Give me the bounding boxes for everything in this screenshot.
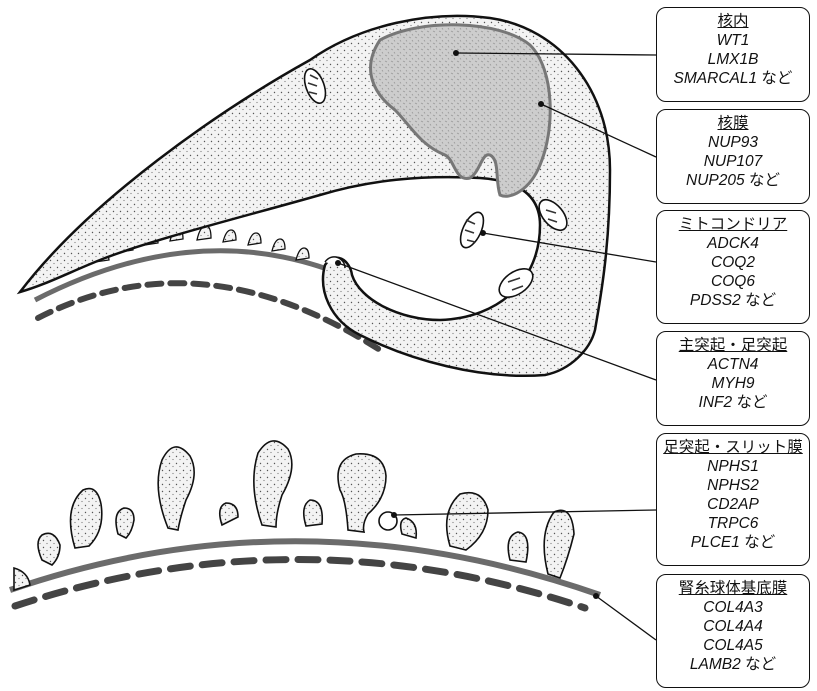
gene: WT1	[659, 31, 807, 50]
foot-processes	[14, 441, 574, 590]
label-title: 主突起・足突起	[659, 336, 807, 355]
label-gbm: 腎糸球体基底膜 COL4A3 COL4A4 COL4A5 LAMB2 など	[656, 574, 810, 688]
gene: NUP205 など	[659, 171, 807, 190]
gene: COL4A5	[659, 636, 807, 655]
label-title: 足突起・スリット膜	[659, 438, 807, 457]
gene: COQ2	[659, 253, 807, 272]
gene: NPHS2	[659, 476, 807, 495]
label-processes: 主突起・足突起 ACTN4 MYH9 INF2 など	[656, 331, 810, 426]
gene: LMX1B	[659, 50, 807, 69]
gene: COL4A3	[659, 598, 807, 617]
gene: ACTN4	[659, 355, 807, 374]
gene: SMARCAL1 など	[659, 69, 807, 88]
gene: INF2 など	[659, 393, 807, 412]
gene: ADCK4	[659, 234, 807, 253]
label-nuclear-envelope: 核膜 NUP93 NUP107 NUP205 など	[656, 109, 810, 204]
gene: COQ6	[659, 272, 807, 291]
gene: MYH9	[659, 374, 807, 393]
label-title: 腎糸球体基底膜	[659, 579, 807, 598]
label-title: ミトコンドリア	[659, 215, 807, 234]
gene: PDSS2 など	[659, 291, 807, 310]
gene: NUP107	[659, 152, 807, 171]
gene: NPHS1	[659, 457, 807, 476]
foot-process-region	[10, 441, 600, 608]
gene: NUP93	[659, 133, 807, 152]
label-mitochondria: ミトコンドリア ADCK4 COQ2 COQ6 PDSS2 など	[656, 210, 810, 324]
label-slit-diaphragm: 足突起・スリット膜 NPHS1 NPHS2 CD2AP TRPC6 PLCE1 …	[656, 433, 810, 566]
gene: LAMB2 など	[659, 655, 807, 674]
gene: PLCE1 など	[659, 533, 807, 552]
label-nucleus: 核内 WT1 LMX1B SMARCAL1 など	[656, 7, 810, 102]
podocyte-cell	[20, 16, 610, 376]
label-title: 核内	[659, 12, 807, 31]
gene: TRPC6	[659, 514, 807, 533]
label-title: 核膜	[659, 114, 807, 133]
gene: CD2AP	[659, 495, 807, 514]
gene: COL4A4	[659, 617, 807, 636]
